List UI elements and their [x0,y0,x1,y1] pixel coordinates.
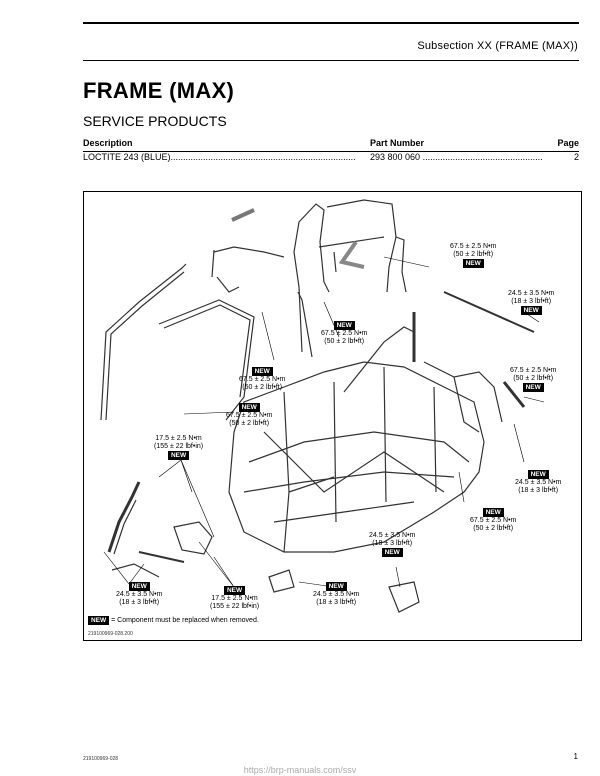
document-code: 219100969-028 [83,756,119,762]
rear-bracket [388,581,420,613]
torque-callout: 24.5 ± 3.5 N•m (18 ± 3 lbf•ft) NEW [508,290,555,315]
top-rule [83,22,579,24]
new-badge: NEW [522,383,544,392]
leader-line [383,256,430,268]
new-badge: NEW [333,321,355,330]
grab-handle [231,208,255,222]
leader-dots: ........................................… [170,152,356,162]
section-heading: SERVICE PRODUCTS [83,113,227,129]
torque-callout: NEW 67.5 ± 2.5 N•m (50 ± 2 lbf•ft) [470,508,517,532]
leader-dots: ........................................… [422,152,543,162]
frame-drawing [100,199,545,613]
part-number: 293 800 060 [370,152,421,162]
front-roll-bar [100,263,187,421]
new-badge: NEW [223,586,246,595]
page-reference: 2 [573,152,579,162]
header-rule [83,60,579,61]
torque-callout: NEW 17.5 ± 2.5 N•m (155 ± 22 lbf•in) [210,586,260,610]
product-description: LOCTITE 243 (BLUE) [83,152,171,162]
mount-bracket [268,569,295,593]
side-brace [443,291,535,333]
new-badge: NEW [520,306,542,315]
torque-callout: 17.5 ± 2.5 N•m (155 ± 22 lbf•in) NEW [154,435,204,460]
new-badge: NEW [238,403,260,412]
torque-callout: NEW 24.5 ± 3.5 N•m (18 ± 3 lbf•ft) [116,582,163,606]
products-table-header: Description Part Number Page [83,137,579,152]
new-badge: NEW [325,582,347,591]
torque-callout: NEW 67.5 ± 2.5 N•m (50 ± 2 lbf•ft) [321,321,368,345]
new-badge: NEW [462,259,484,268]
new-badge: NEW [128,582,150,591]
roll-bar-crossmember [158,299,255,421]
subsection-header: Subsection XX (FRAME (MAX)) [417,40,578,52]
col-description: Description [83,138,133,148]
watermark-url: https://brp-manuals.com/ssv [243,765,357,775]
table-row: LOCTITE 243 (BLUE)......................… [83,152,579,165]
legend-text: = Component must be replaced when remove… [111,617,259,624]
torque-callout: 24.5 ± 3.5 N•m (18 ± 3 lbf•ft) NEW [369,532,416,557]
torque-callout: NEW 67.5 ± 2.5 N•m (50 ± 2 lbf•ft) [239,367,286,391]
col-page: Page [557,138,579,148]
figure-code: 219100969-028.200 [88,631,133,637]
new-badge: NEW [88,616,110,625]
front-bracket [173,521,213,555]
new-badge: NEW [251,367,273,376]
main-chassis [228,361,485,553]
new-badge: NEW [167,451,190,460]
rear-upper-bar [293,203,330,353]
torque-callout: 67.5 ± 2.5 N•m (50 ± 2 lbf•ft) NEW [510,367,557,392]
torque-callout: NEW 24.5 ± 3.5 N•m (18 ± 3 lbf•ft) [515,470,562,494]
torque-callout: NEW 67.5 ± 2.5 N•m (50 ± 2 lbf•ft) [226,403,273,427]
torque-callout: NEW 24.5 ± 3.5 N•m (18 ± 3 lbf•ft) [313,582,360,606]
new-badge: NEW [527,470,549,479]
page-title: FRAME (MAX) [83,78,235,103]
new-badge: NEW [381,548,403,557]
col-part-number: Part Number [370,138,425,148]
page-number: 1 [573,752,578,761]
frame-exploded-diagram: 67.5 ± 2.5 N•m (50 ± 2 lbf•ft) NEW 24.5 … [83,191,582,641]
front-grab-bar [107,481,141,553]
legend: NEW = Component must be replaced when re… [88,616,259,625]
torque-callout: 67.5 ± 2.5 N•m (50 ± 2 lbf•ft) NEW [450,243,497,268]
new-badge: NEW [482,508,504,517]
